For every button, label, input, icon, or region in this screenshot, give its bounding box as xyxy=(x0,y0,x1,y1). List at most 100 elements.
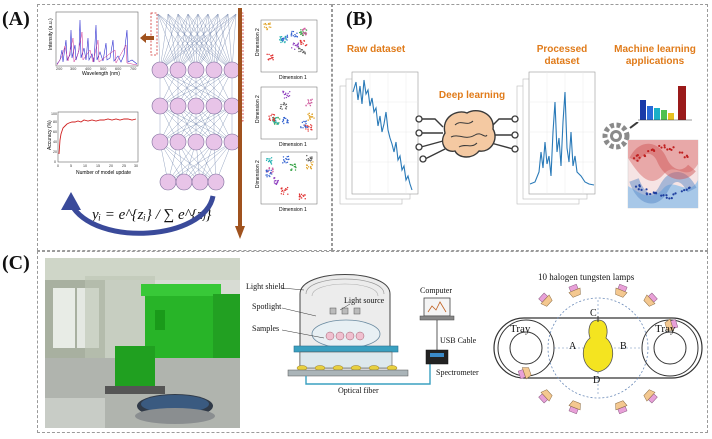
nn-connection xyxy=(159,69,215,107)
tsne-point xyxy=(270,162,272,164)
lamp-layout-diagram xyxy=(493,283,703,415)
tsne-xlabel: Dimension 1 xyxy=(279,142,307,148)
tsne-point xyxy=(280,39,283,41)
tsne-point xyxy=(266,158,268,160)
class-point xyxy=(649,192,652,196)
class-point xyxy=(660,194,663,197)
tsne-point xyxy=(266,176,268,178)
point-d-label: D xyxy=(593,375,601,386)
tsne-point xyxy=(292,42,295,44)
accuracy-xtick: 15 xyxy=(96,164,100,168)
tsne-point xyxy=(306,164,308,167)
panel-b-frame xyxy=(332,4,708,251)
class-point xyxy=(665,194,668,197)
tsne-point xyxy=(305,33,308,35)
raw-dataset-plot xyxy=(339,71,419,205)
tsne-point xyxy=(284,37,287,39)
tsne-point xyxy=(310,99,312,102)
tsne-point xyxy=(296,46,298,48)
tsne-point xyxy=(286,39,288,41)
tsne-point xyxy=(265,23,267,26)
tsne-point xyxy=(291,168,293,170)
nn-connection xyxy=(197,13,233,71)
input-arrow xyxy=(140,33,154,43)
class-point xyxy=(643,154,647,158)
softmax-formula: yᵢ = e^{zᵢ} / ∑ e^{zⱼ} xyxy=(92,207,212,223)
tsne-point xyxy=(311,98,313,101)
tsne-point xyxy=(290,35,292,37)
spectrum-xtick: 300 xyxy=(70,67,76,71)
class-point xyxy=(658,144,661,148)
tsne-point xyxy=(305,120,307,122)
tsne-point xyxy=(287,193,289,195)
tsne-point xyxy=(299,41,302,43)
tsne-plot-3: Dimension 1 Dimension 2 xyxy=(255,151,318,213)
tsne-point xyxy=(290,32,293,34)
schematic-diagram xyxy=(281,274,455,385)
tsne-point xyxy=(282,91,284,94)
tsne-point xyxy=(276,182,278,184)
deep-learning-title: Deep learning xyxy=(438,90,506,101)
tsne-point xyxy=(308,126,310,128)
ml-applications-title: Machine learning applications xyxy=(614,44,696,67)
tsne-point xyxy=(311,157,313,159)
panel-c-label: (C) xyxy=(2,252,30,274)
tsne-point xyxy=(263,23,265,25)
tsne-point xyxy=(311,163,313,166)
nn-connection xyxy=(159,105,197,143)
nn-node xyxy=(151,133,169,151)
tsne-point xyxy=(310,125,313,127)
class-point xyxy=(636,159,639,162)
tsne-point xyxy=(269,58,272,60)
processed-signal-line xyxy=(529,91,595,186)
tsne-point xyxy=(280,35,283,38)
tsne-point xyxy=(266,174,268,176)
tsne-point xyxy=(308,117,311,119)
tsne-point xyxy=(288,95,291,97)
tsne-point xyxy=(281,108,283,110)
accuracy-ytick: 0 xyxy=(54,160,56,164)
tsne-point xyxy=(287,92,289,95)
tsne-point xyxy=(268,118,270,121)
class-point xyxy=(665,196,668,199)
tsne-xlabel: Dimension 1 xyxy=(279,207,307,213)
tsne-point xyxy=(280,41,282,44)
nn-connection xyxy=(177,13,197,71)
class-point xyxy=(660,146,663,149)
tsne-point xyxy=(310,126,312,129)
label-optical-fiber: Optical fiber xyxy=(338,386,379,395)
nn-node xyxy=(187,133,205,151)
tsne-point xyxy=(302,34,304,36)
tsne-point xyxy=(307,158,309,160)
nn-connection xyxy=(177,13,237,71)
class-point xyxy=(678,151,681,154)
class-point xyxy=(670,197,673,200)
tsne-point xyxy=(283,191,285,193)
tsne-point xyxy=(309,160,312,162)
nn-connection xyxy=(177,13,189,71)
tsne-point xyxy=(301,41,303,44)
processed-dataset-plot xyxy=(516,71,596,205)
tsne-point xyxy=(306,168,309,170)
neural-network xyxy=(151,13,241,191)
class-point xyxy=(666,148,669,151)
tsne-point xyxy=(286,186,289,189)
halogen-lamp xyxy=(615,283,628,298)
tsne-point xyxy=(272,117,274,119)
tsne-point xyxy=(279,37,282,39)
tsne-point xyxy=(304,121,306,123)
tsne-point xyxy=(312,161,314,163)
tsne-point xyxy=(269,158,271,160)
nn-connection xyxy=(159,13,179,71)
class-point xyxy=(651,148,654,151)
tsne-point xyxy=(269,23,271,26)
tsne-point xyxy=(282,41,284,43)
tsne-point xyxy=(277,117,279,119)
tsne-point xyxy=(268,159,271,162)
tsne-ylabel: Dimension 2 xyxy=(255,28,261,56)
tsne-point xyxy=(272,167,274,169)
tsne-point xyxy=(303,39,305,42)
tsne-point xyxy=(290,33,293,35)
tsne-point xyxy=(279,118,281,120)
tsne-point xyxy=(309,156,311,159)
